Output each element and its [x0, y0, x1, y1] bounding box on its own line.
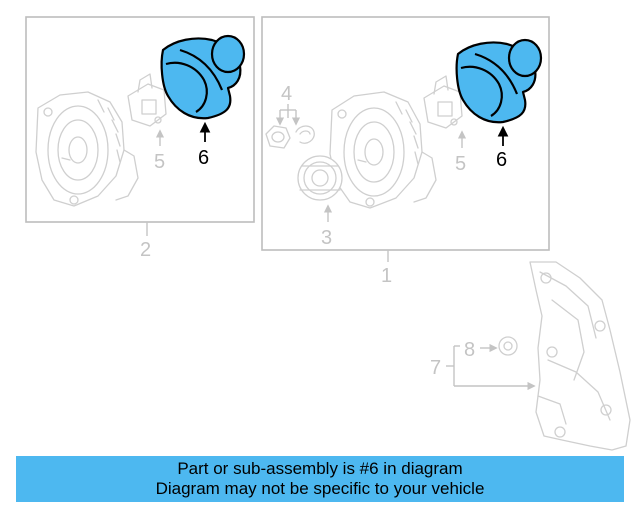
- callout-5-right: 5: [455, 153, 466, 175]
- callout-3: 3: [321, 227, 332, 249]
- info-banner: Part or sub-assembly is #6 in diagram Di…: [16, 456, 624, 502]
- banner-line-2: Diagram may not be specific to your vehi…: [155, 479, 485, 498]
- banner-line-1: Part or sub-assembly is #6 in diagram: [177, 459, 463, 478]
- callout-2: 2: [140, 239, 151, 261]
- callout-1: 1: [381, 265, 392, 287]
- callout-7: 7: [430, 357, 441, 379]
- rear-cover-right: [455, 38, 543, 124]
- regulator-right: [423, 75, 463, 129]
- callout-6-left: 6: [198, 147, 209, 169]
- info-banner-background: [16, 456, 624, 502]
- rear-cover-left: [160, 34, 246, 120]
- callout-6-right: 6: [496, 149, 507, 171]
- regulator-left: [127, 73, 167, 127]
- alternator-right: [329, 91, 437, 209]
- mounting-bracket: [529, 261, 631, 451]
- bolt: [498, 336, 518, 356]
- callout-4: 4: [281, 83, 292, 105]
- callout-8: 8: [464, 339, 475, 361]
- callout-5-left: 5: [154, 151, 165, 173]
- assembly-2-box: [25, 16, 255, 223]
- alternator-left: [35, 91, 139, 207]
- nut-and-washer: [265, 125, 315, 149]
- assembly-1-box: [261, 16, 550, 251]
- pulley: [297, 155, 343, 201]
